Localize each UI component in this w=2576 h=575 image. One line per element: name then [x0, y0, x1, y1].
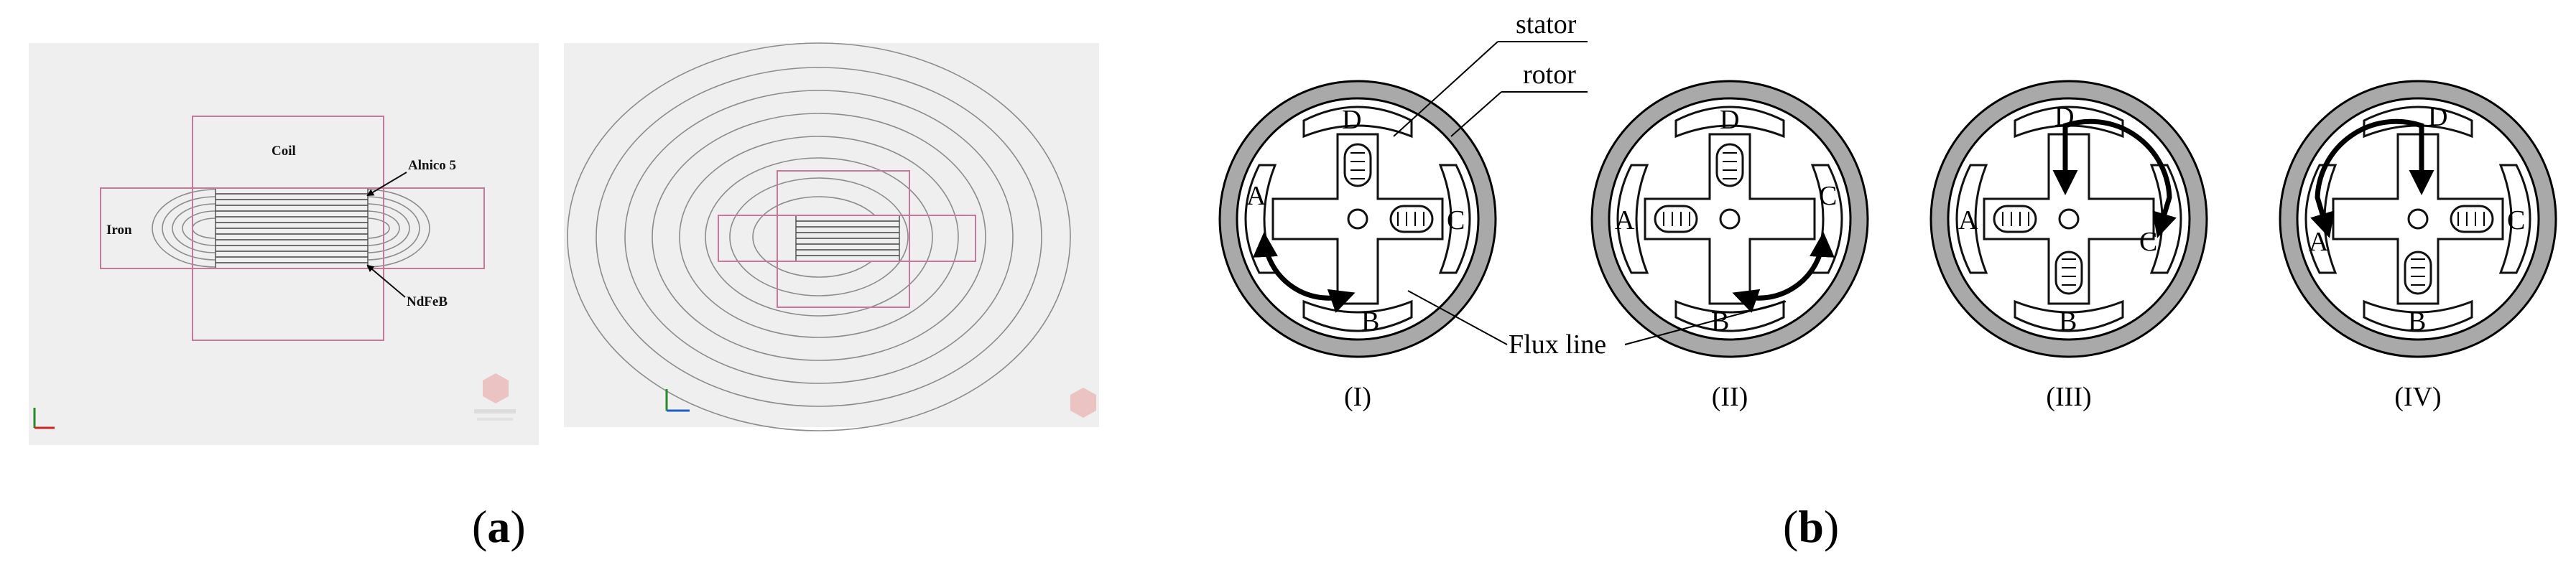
motor-diagram-iii: A B C D: [1929, 80, 2208, 358]
panel-b-label: (b): [1783, 501, 1839, 552]
motor-diagram-i: A B D C: [1218, 80, 1497, 358]
sim-right: [564, 42, 1099, 431]
axis-triad-icon: [33, 408, 55, 429]
ndfeb-label: NdFeB: [407, 294, 448, 309]
rotor-label: rotor: [1523, 60, 1576, 90]
software-logo-icon: [1070, 388, 1096, 418]
pole-a-label: A: [2309, 227, 2329, 257]
sim-left: Coil Alnico 5 Iron NdFeB: [29, 43, 539, 445]
panel-a-label: (a): [472, 501, 526, 552]
sim-right-flux-lines: [567, 42, 1071, 431]
pole-d-label: D: [1342, 105, 1361, 135]
coil-label: Coil: [272, 144, 296, 159]
pole-d-label: D: [2054, 102, 2074, 132]
motor-diagram-iv: A B C D: [2279, 80, 2557, 358]
pole-b-label: B: [2059, 307, 2077, 337]
caption-i: (I): [1344, 382, 1371, 412]
pole-c-label: C: [2507, 205, 2525, 235]
sim-right-coil-region: [777, 170, 910, 308]
sim-right-iron-region: [718, 215, 976, 262]
alnico-label: Alnico 5: [408, 158, 456, 173]
pole-c-label: C: [2139, 227, 2157, 257]
pole-a-label: A: [1615, 205, 1635, 235]
motor-diagram-ii: A B C D: [1590, 80, 1869, 358]
software-logo-icon: [474, 373, 516, 421]
caption-iv: (IV): [2394, 382, 2441, 412]
pole-b-label: B: [1711, 307, 1729, 337]
caption-iii: (III): [2046, 382, 2091, 412]
iron-region: [100, 187, 485, 269]
coil-region: [192, 116, 384, 341]
pole-a-label: A: [1958, 205, 1978, 235]
pole-a-label: A: [1246, 181, 1266, 211]
pole-d-label: D: [2428, 102, 2447, 132]
axis-triad-icon: [665, 389, 690, 412]
caption-ii: (II): [1712, 382, 1748, 412]
pole-b-label: B: [1361, 307, 1379, 337]
pole-c-label: C: [1447, 205, 1465, 235]
stator-label: stator: [1516, 9, 1577, 39]
ndfeb-pointer: [366, 264, 406, 298]
annotations: stator rotor Flux line: [1393, 9, 1787, 360]
pole-c-label: C: [1819, 181, 1837, 211]
alnico-pointer: [366, 172, 407, 197]
iron-label: Iron: [106, 223, 132, 238]
flux-line-label: Flux line: [1509, 329, 1606, 360]
core-lines: [216, 193, 368, 263]
pole-b-label: B: [2408, 307, 2426, 337]
sim-right-core-lines: [796, 220, 899, 256]
pole-d-label: D: [1720, 105, 1739, 135]
